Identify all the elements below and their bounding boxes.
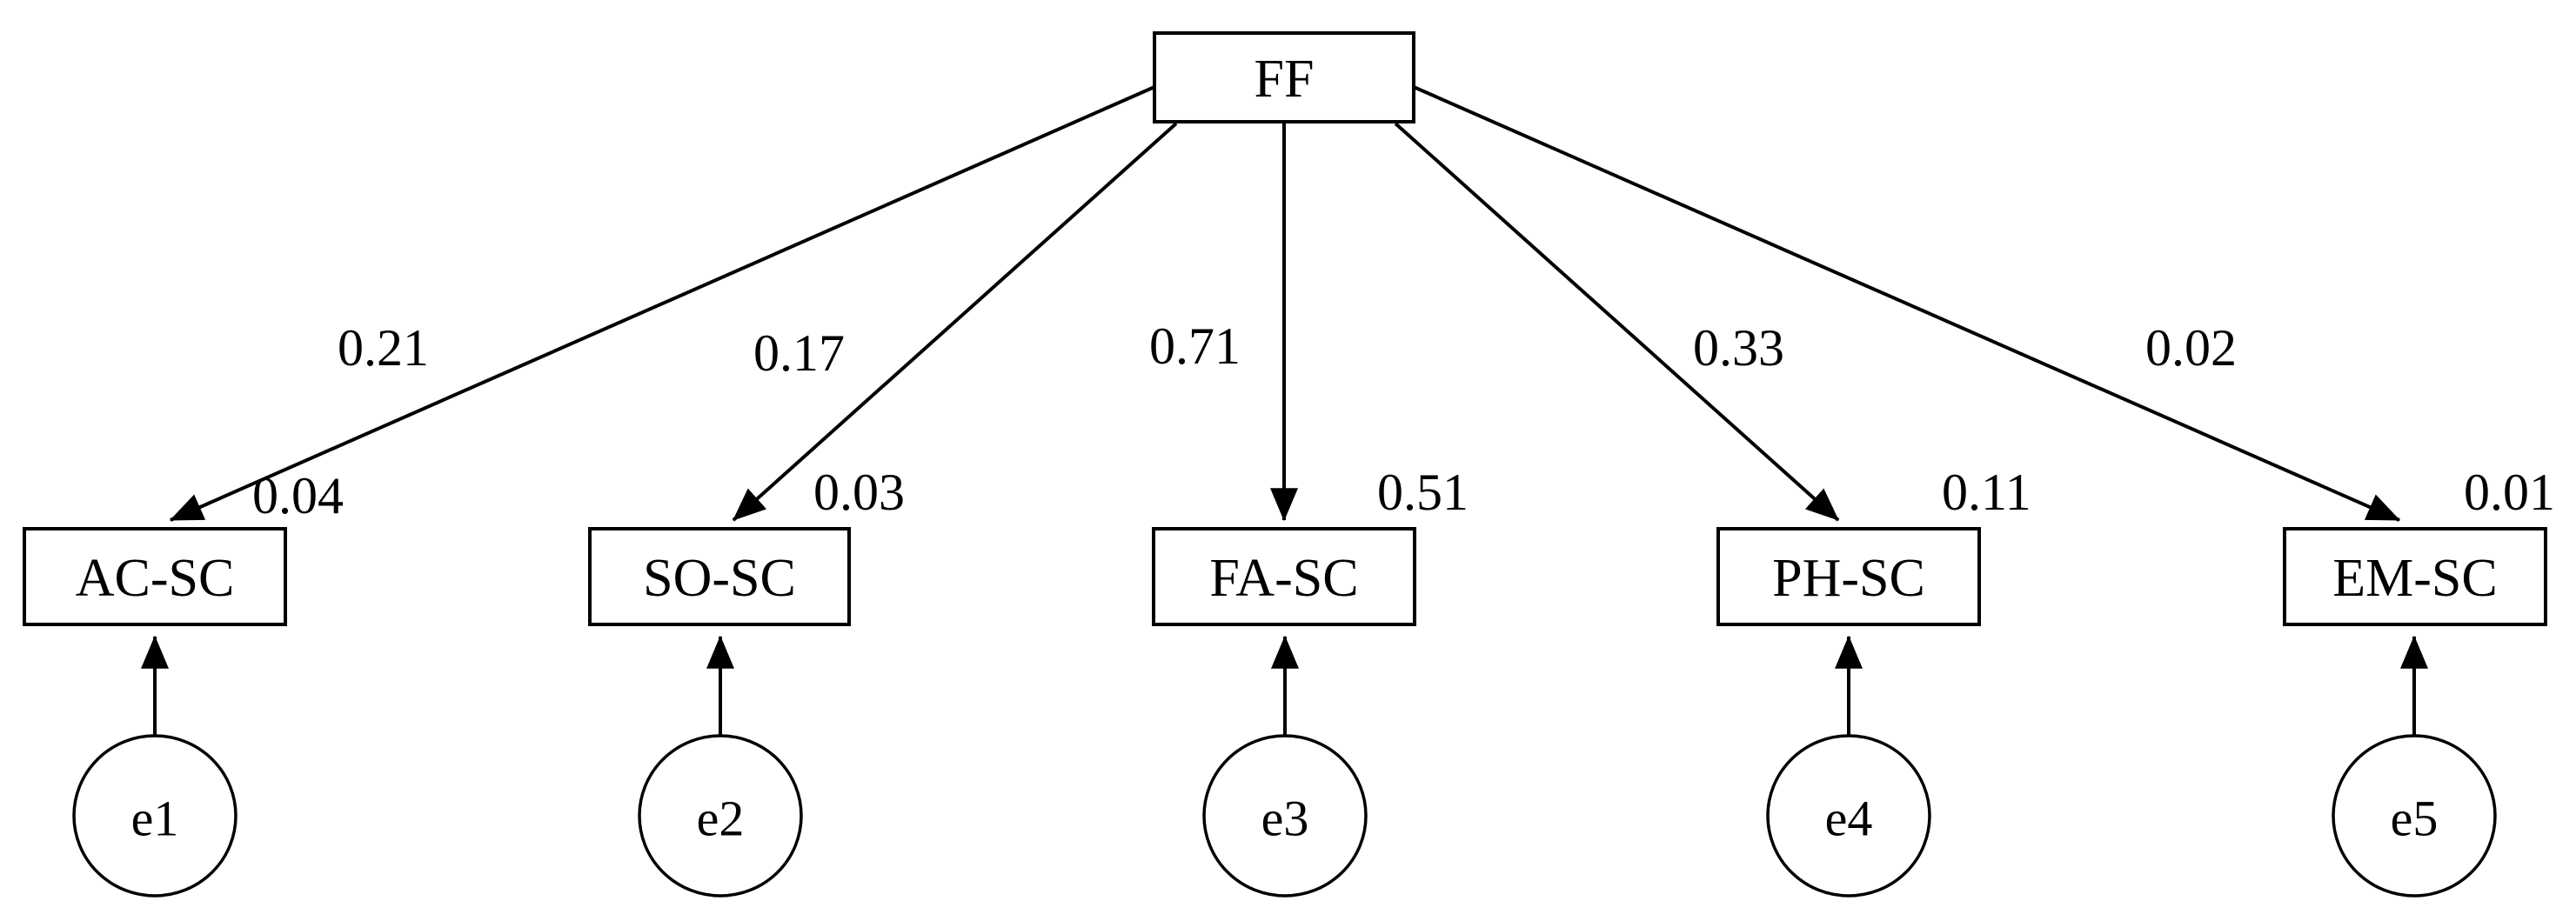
node-ac-sc-label: AC-SC: [76, 549, 235, 608]
node-ff[interactable]: FF: [1153, 31, 1415, 123]
node-so-sc-label: SO-SC: [643, 549, 796, 608]
node-e5-ellipse: [2332, 734, 2497, 898]
node-e4[interactable]: e4: [1766, 734, 1931, 898]
node-e5-label: e5: [2391, 791, 2439, 847]
node-fa-sc[interactable]: FA-SC: [1152, 527, 1416, 626]
node-e2-label: e2: [697, 791, 745, 847]
path-ff-to-ph-sc: [1394, 122, 1840, 522]
path-ff-to-em-sc: [1413, 85, 2401, 522]
node-ff-label: FF: [1255, 50, 1315, 109]
node-em-sc-label: EM-SC: [2332, 549, 2497, 608]
node-ff-rect: [1153, 31, 1415, 123]
path-ff-to-so-sc: [732, 122, 1178, 522]
node-e5[interactable]: e5: [2332, 734, 2497, 898]
node-so-sc-rect: [588, 527, 851, 626]
node-e2-ellipse: [638, 734, 803, 898]
node-ac-sc-rect: [23, 527, 287, 626]
node-ph-sc[interactable]: PH-SC: [1716, 527, 1981, 626]
coefficient-ff-to-fa-sc: 0.71: [1149, 317, 1241, 375]
smc-em-sc: 0.01: [2464, 464, 2555, 521]
node-e4-ellipse: [1766, 734, 1931, 898]
path-ff-to-ac-sc: [169, 85, 1155, 522]
smc-so-sc: 0.03: [813, 464, 905, 521]
coefficient-ff-to-ac-sc: 0.21: [338, 319, 429, 377]
node-e3-label: e3: [1261, 791, 1309, 847]
node-e3[interactable]: e3: [1202, 734, 1368, 898]
node-ph-sc-rect: [1716, 527, 1981, 626]
node-e4-label: e4: [1825, 791, 1873, 847]
node-ac-sc[interactable]: AC-SC: [23, 527, 287, 626]
coefficient-ff-to-em-sc: 0.02: [2145, 319, 2237, 377]
node-em-sc[interactable]: EM-SC: [2283, 527, 2547, 626]
coefficient-ff-to-ph-sc: 0.33: [1693, 319, 1784, 377]
node-e1-ellipse: [72, 734, 238, 898]
node-e1-label: e1: [131, 791, 179, 847]
node-so-sc[interactable]: SO-SC: [588, 527, 851, 626]
smc-ph-sc: 0.11: [1942, 464, 2031, 521]
node-fa-sc-label: FA-SC: [1209, 549, 1358, 608]
node-e1[interactable]: e1: [72, 734, 238, 898]
smc-fa-sc: 0.51: [1377, 464, 1469, 521]
node-e2[interactable]: e2: [638, 734, 803, 898]
node-em-sc-rect: [2283, 527, 2547, 626]
smc-ac-sc: 0.04: [252, 467, 344, 524]
coefficient-ff-to-so-sc: 0.17: [753, 324, 845, 382]
node-e3-ellipse: [1202, 734, 1368, 898]
node-ph-sc-label: PH-SC: [1772, 549, 1925, 608]
node-fa-sc-rect: [1152, 527, 1416, 626]
